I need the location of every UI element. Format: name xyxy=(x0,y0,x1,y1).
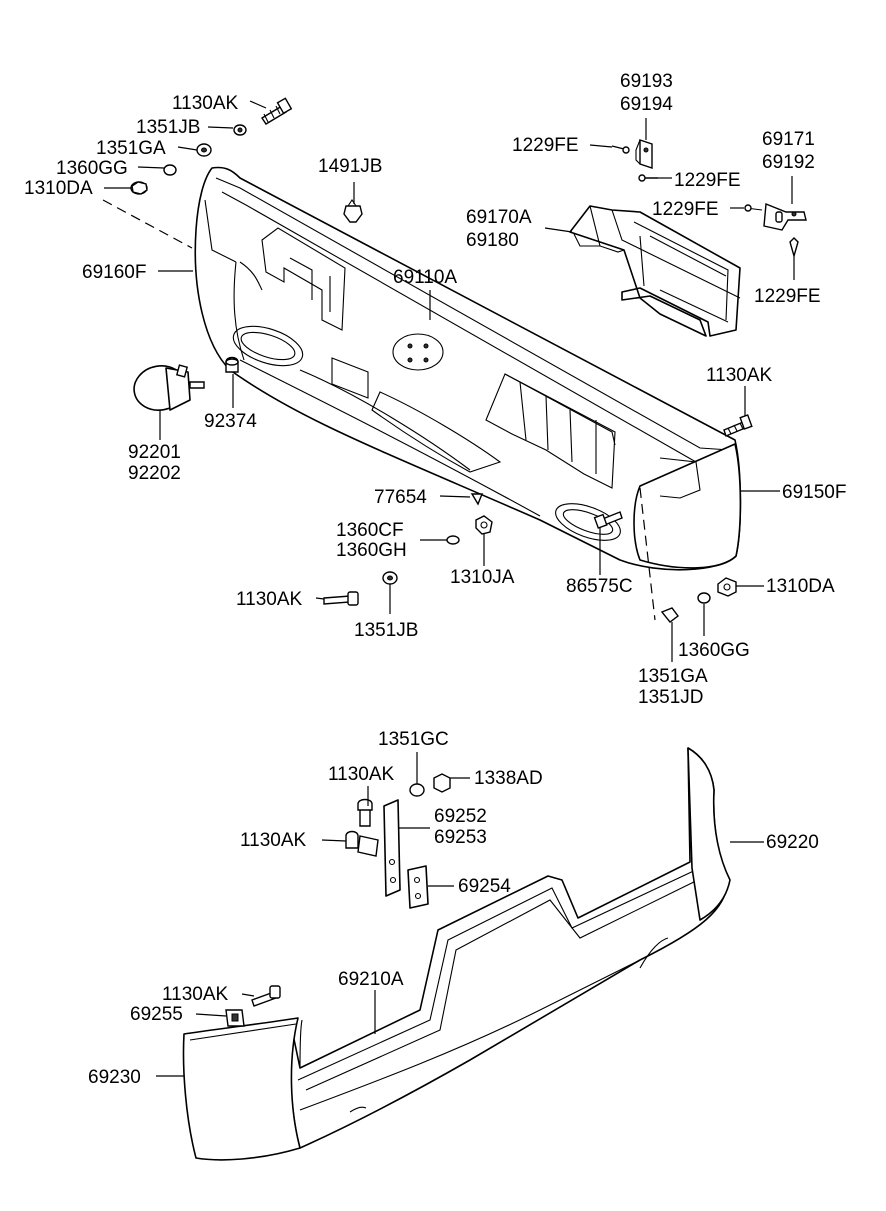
rear-right-end-cap xyxy=(687,747,731,921)
label-69171: 69171 xyxy=(762,129,815,150)
label-1130ak-rear-mid: 1130AK xyxy=(240,830,307,851)
label-1351gc: 1351GC xyxy=(378,729,449,750)
label-69160f: 69160F xyxy=(82,262,146,283)
rear-left-end-cap xyxy=(182,1017,301,1161)
label-1229fe-a: 1229FE xyxy=(512,135,579,156)
label-1360cf: 1360CF xyxy=(336,520,404,541)
label-92201: 92201 xyxy=(128,442,181,463)
label-69193: 69193 xyxy=(620,71,673,92)
label-1351ga-top: 1351GA xyxy=(96,138,166,159)
label-1229fe-b: 1229FE xyxy=(674,170,741,191)
leader-lines xyxy=(104,100,795,1077)
label-69150f: 69150F xyxy=(782,482,846,503)
label-1351jb-top: 1351JB xyxy=(136,117,200,138)
bracket-69193 xyxy=(611,139,658,182)
label-1130ak-mid: 1130AK xyxy=(236,589,303,610)
label-1310da-top: 1310DA xyxy=(24,178,93,199)
label-1130ak-rear-lower: 1130AK xyxy=(162,984,229,1005)
label-1360gg-top: 1360GG xyxy=(56,158,128,179)
label-1130ak-top: 1130AK xyxy=(172,93,239,114)
label-69180: 69180 xyxy=(466,230,519,251)
reinforcement-bracket xyxy=(569,203,807,337)
label-1360gg-right: 1360GG xyxy=(678,640,750,661)
label-69192: 69192 xyxy=(762,152,815,173)
label-69255: 69255 xyxy=(130,1004,183,1025)
label-69253: 69253 xyxy=(434,827,487,848)
label-1310ja: 1310JA xyxy=(450,567,515,588)
label-92202: 92202 xyxy=(128,463,181,484)
label-86575c: 86575C xyxy=(566,576,633,597)
front-bumper-assembly xyxy=(102,166,742,621)
label-69210a: 69210A xyxy=(338,969,404,990)
label-69254: 69254 xyxy=(458,876,511,897)
label-1491jb: 1491JB xyxy=(318,156,382,177)
fog-lamp-opening-left xyxy=(232,325,304,367)
label-1360gh: 1360GH xyxy=(336,540,407,561)
front-right-hardware xyxy=(323,414,753,623)
right-end-cap xyxy=(633,443,742,569)
label-1351jb-mid: 1351JB xyxy=(354,620,418,641)
part-labels: 1130AK 1351JB 1351GA 1360GG 1310DA 69160… xyxy=(24,71,846,1088)
label-92374: 92374 xyxy=(204,411,257,432)
label-1229fe-d: 1229FE xyxy=(754,286,821,307)
label-69220: 69220 xyxy=(766,832,819,853)
fog-lamp-opening-right xyxy=(555,503,621,541)
rear-bumper-assembly xyxy=(182,747,731,1161)
front-left-hardware xyxy=(130,97,363,223)
label-1229fe-c: 1229FE xyxy=(652,199,719,220)
label-1338ad: 1338AD xyxy=(474,768,543,789)
rear-bumper-cover xyxy=(288,747,729,1149)
label-1130ak-rear-upper: 1130AK xyxy=(328,764,395,785)
label-77654: 77654 xyxy=(374,487,427,508)
fog-lamp xyxy=(133,356,239,411)
rear-bracket xyxy=(383,799,401,897)
label-1351ga-right: 1351GA xyxy=(638,666,708,687)
label-1130ak-right: 1130AK xyxy=(706,365,773,386)
label-1351jd: 1351JD xyxy=(638,687,704,708)
label-1310da-right: 1310DA xyxy=(766,576,835,597)
label-69252: 69252 xyxy=(434,806,487,827)
label-69230: 69230 xyxy=(88,1067,141,1088)
label-69170a: 69170A xyxy=(466,207,532,228)
label-69194: 69194 xyxy=(620,94,673,115)
emblem-mount xyxy=(392,333,444,371)
label-69110a: 69110A xyxy=(393,267,457,288)
